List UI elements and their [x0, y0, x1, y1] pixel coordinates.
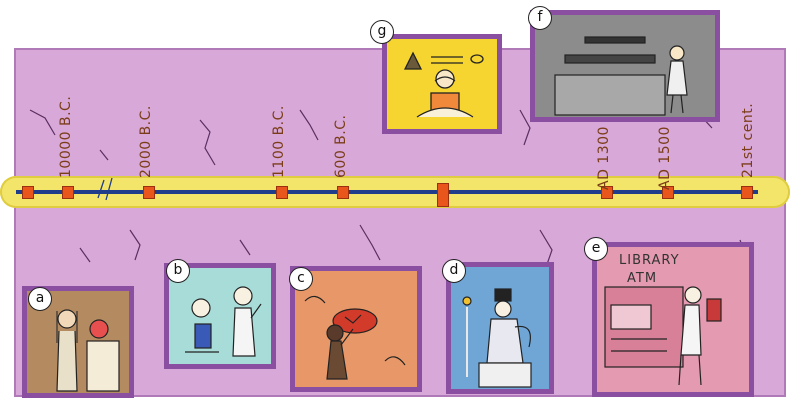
- panel-e-library-atm: LIBRARY ATM: [592, 242, 754, 397]
- tick-label-600bc: 600 B.C.: [333, 114, 349, 178]
- panel-label-c: c: [289, 267, 313, 291]
- scribe-illustration: [403, 51, 484, 118]
- panel-f-printing-press: [530, 10, 720, 122]
- timeline-marker: [22, 186, 34, 199]
- library-atm-illustration: [604, 286, 722, 386]
- cave-painting-illustration: [304, 295, 406, 380]
- timeline-marker: [62, 186, 74, 199]
- timeline-marker: [601, 186, 613, 199]
- panel-label-f: f: [528, 6, 552, 30]
- printing-press-illustration: [554, 36, 688, 116]
- tick-label-2000bc: 2000 B.C.: [138, 105, 154, 178]
- panel-b-scribes: [164, 263, 276, 369]
- timeline-marker: [143, 186, 155, 199]
- monk-illustration: [462, 288, 532, 388]
- timeline-marker: [276, 186, 288, 199]
- egyptian-illustration: [56, 309, 120, 392]
- library-sign: LIBRARY: [619, 253, 680, 268]
- panel-label-a: a: [28, 287, 52, 311]
- panel-label-e: e: [584, 237, 608, 261]
- panel-g-scribe: [382, 34, 502, 134]
- tick-label-10000bc: 10000 B.C.: [58, 95, 74, 178]
- panel-d-monk: [446, 262, 554, 394]
- tick-label-1100bc: 1100 B.C.: [271, 105, 287, 178]
- panel-label-g: g: [370, 20, 394, 44]
- tick-label-ad1500: AD 1500: [657, 126, 673, 190]
- atm-sign: ATM: [627, 271, 658, 286]
- timeline-marker: [741, 186, 753, 199]
- panel-label-b: b: [166, 259, 190, 283]
- panel-c-cave-painting: [290, 266, 422, 392]
- tick-label-ad1300: AD 1300: [596, 126, 612, 190]
- timeline-marker: [662, 186, 674, 199]
- timeline-marker: [337, 186, 349, 199]
- timeline-line: [16, 190, 758, 194]
- scribes-illustration: [185, 286, 262, 357]
- timeline-marker: [437, 183, 449, 207]
- tick-label-21st-cent: 21st cent.: [740, 102, 756, 178]
- panel-label-d: d: [442, 259, 466, 283]
